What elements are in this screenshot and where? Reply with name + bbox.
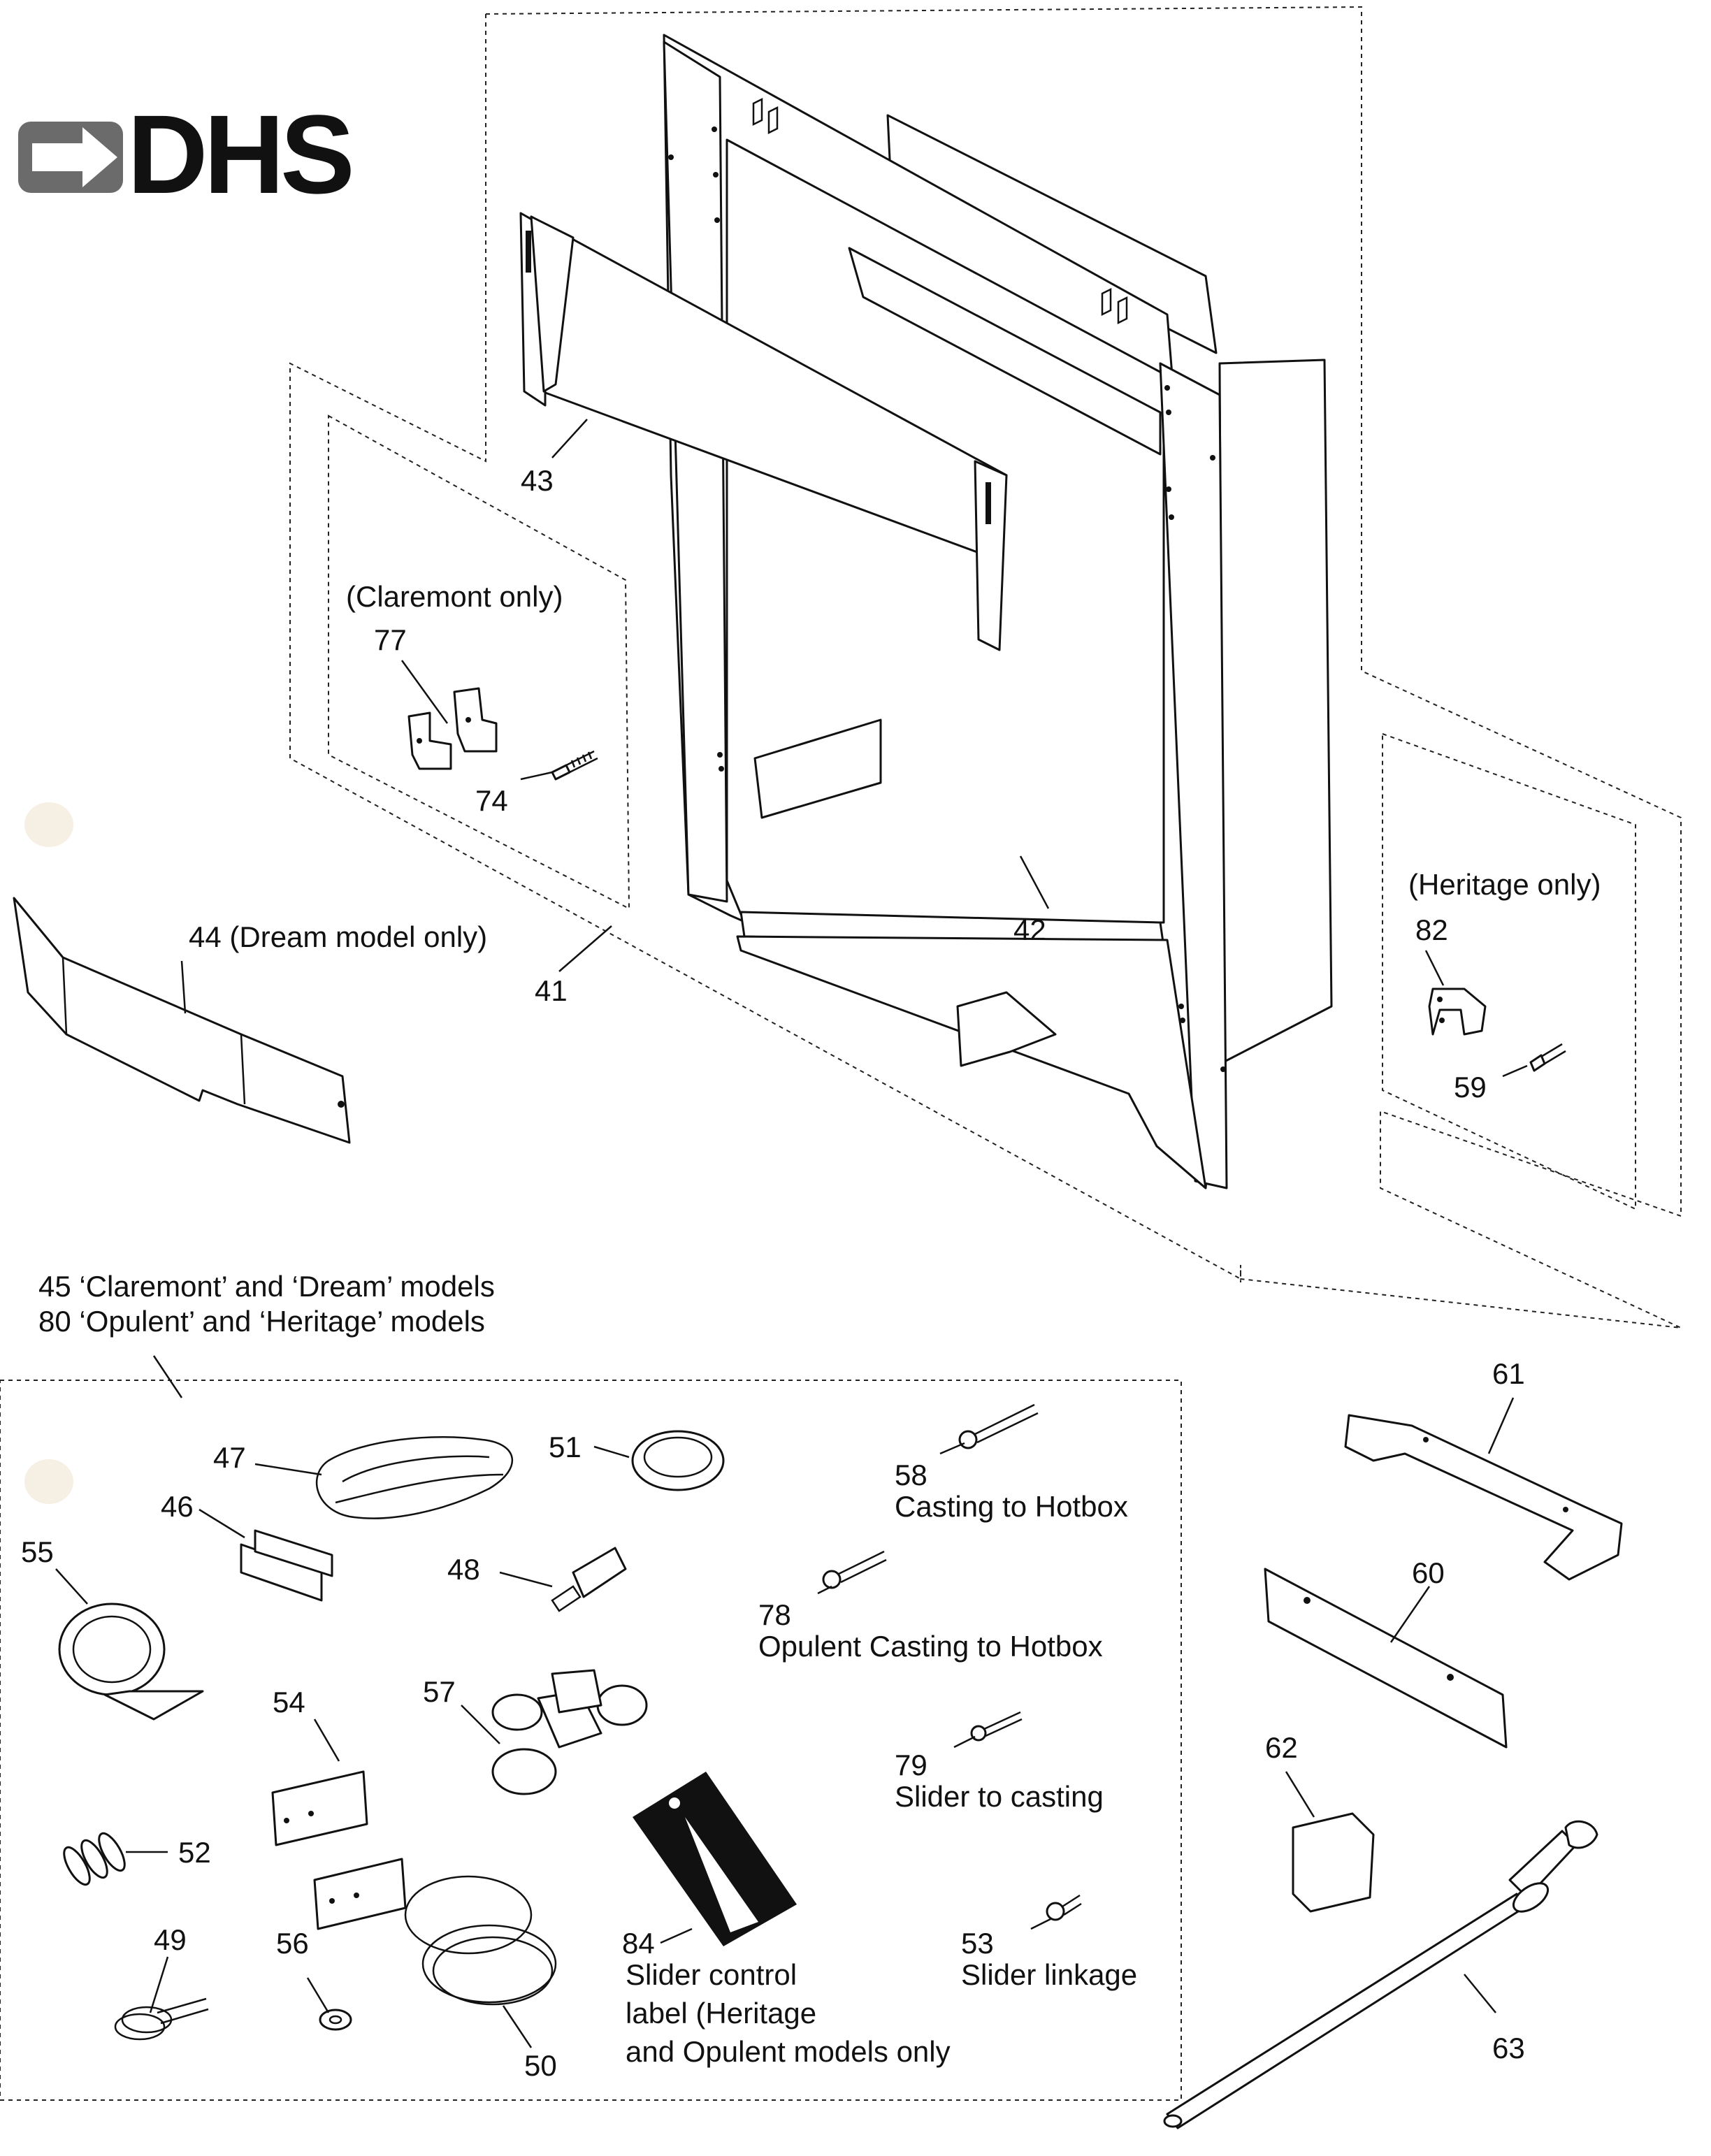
callout-80: 80 ‘Opulent’ and ‘Heritage’ models [38,1305,485,1338]
binder-hole-mark [24,1459,73,1504]
logo-text: DHS [127,92,351,217]
callout-43: 43 [521,464,554,497]
callout-53-desc: Slider linkage [961,1958,1137,1991]
rope-seal-47 [316,1436,514,1519]
callout-58-desc: Casting to Hotbox [895,1490,1128,1523]
callout-79: 79 [895,1749,927,1781]
hotbox-group-boundary-left [289,14,1241,1280]
accessories-kit-box [0,1380,1182,2101]
callout-79-desc: Slider to casting [895,1780,1104,1813]
callout-63: 63 [1492,2032,1525,2064]
screw-79 [970,1711,1023,1742]
screw-78 [822,1550,887,1589]
callout-74: 74 [475,784,508,817]
gasket-ring-51 [631,1430,725,1491]
support-bracket-61 [1344,1414,1623,1581]
callout-57: 57 [423,1675,456,1708]
screw-53 [1046,1894,1082,1921]
rod-63 [1163,1820,1598,2129]
callout-58: 58 [895,1459,927,1491]
binder-hole-mark [24,802,73,847]
callout-82: 82 [1415,913,1448,946]
callout-61: 61 [1492,1357,1525,1390]
plugs-52 [63,1832,126,1886]
hotbox-group-boundary [485,6,1682,1329]
callout-54: 54 [273,1686,305,1719]
callout-52: 52 [178,1836,211,1869]
callout-41: 41 [535,974,568,1007]
callout-62: 62 [1265,1731,1298,1764]
slider-control-label-84 [633,1772,797,1946]
callout-42: 42 [1013,913,1046,946]
heritage-only-box [1382,732,1636,1210]
heritage-bracket-82 [1428,987,1487,1036]
callout-45: 45 ‘Claremont’ and ‘Dream’ models [38,1270,495,1303]
callout-84-desc-3: and Opulent models only [626,2035,951,2068]
callout-78-desc: Opulent Casting to Hotbox [758,1630,1103,1663]
callout-48: 48 [447,1553,480,1586]
callout-55: 55 [21,1535,54,1568]
washer-56 [319,2009,352,2031]
pins-49 [114,1997,209,2041]
brackets-54 [271,1770,407,1930]
callout-53: 53 [961,1927,994,1960]
callout-84: 84 [622,1927,655,1960]
callout-84-desc-1: Slider control [626,1958,797,1991]
leader-lines [55,419,1528,2048]
callout-60: 60 [1412,1556,1445,1589]
screw-74 [551,750,598,781]
valve-fittings-57 [491,1669,648,1795]
strip-plate-60 [1264,1568,1508,1749]
callout-51: 51 [549,1431,582,1463]
callout-56: 56 [276,1927,309,1960]
callout-47: 47 [213,1441,246,1474]
claremont-brackets-77 [407,687,498,770]
callout-labels: 43 (Claremont only) 77 74 44 (Dream mode… [21,464,1601,2082]
logo-arrow-icon [32,127,117,187]
callout-50: 50 [524,2049,557,2082]
tape-roll-55 [58,1602,204,1721]
baffle-plate-43 [519,212,1008,651]
callout-84-desc-2: label (Heritage [626,1997,816,2030]
callout-44: 44 (Dream model only) [189,920,487,953]
adapter-48 [551,1547,627,1612]
screw-59 [1529,1043,1566,1072]
label-heritage-only: (Heritage only) [1408,868,1601,901]
callout-77: 77 [374,623,407,656]
callout-59: 59 [1454,1071,1487,1104]
callout-49: 49 [154,1923,187,1956]
claremont-only-box [328,414,630,910]
clips-46 [240,1529,333,1602]
wire-coil-50 [404,1875,557,2006]
callout-78: 78 [758,1598,791,1631]
screw-58 [958,1403,1039,1449]
dream-panel-44 [13,897,351,1144]
block-62 [1292,1812,1375,1913]
label-claremont-only: (Claremont only) [346,580,563,613]
dhs-logo: DHS [18,92,355,217]
callout-46: 46 [161,1490,194,1523]
